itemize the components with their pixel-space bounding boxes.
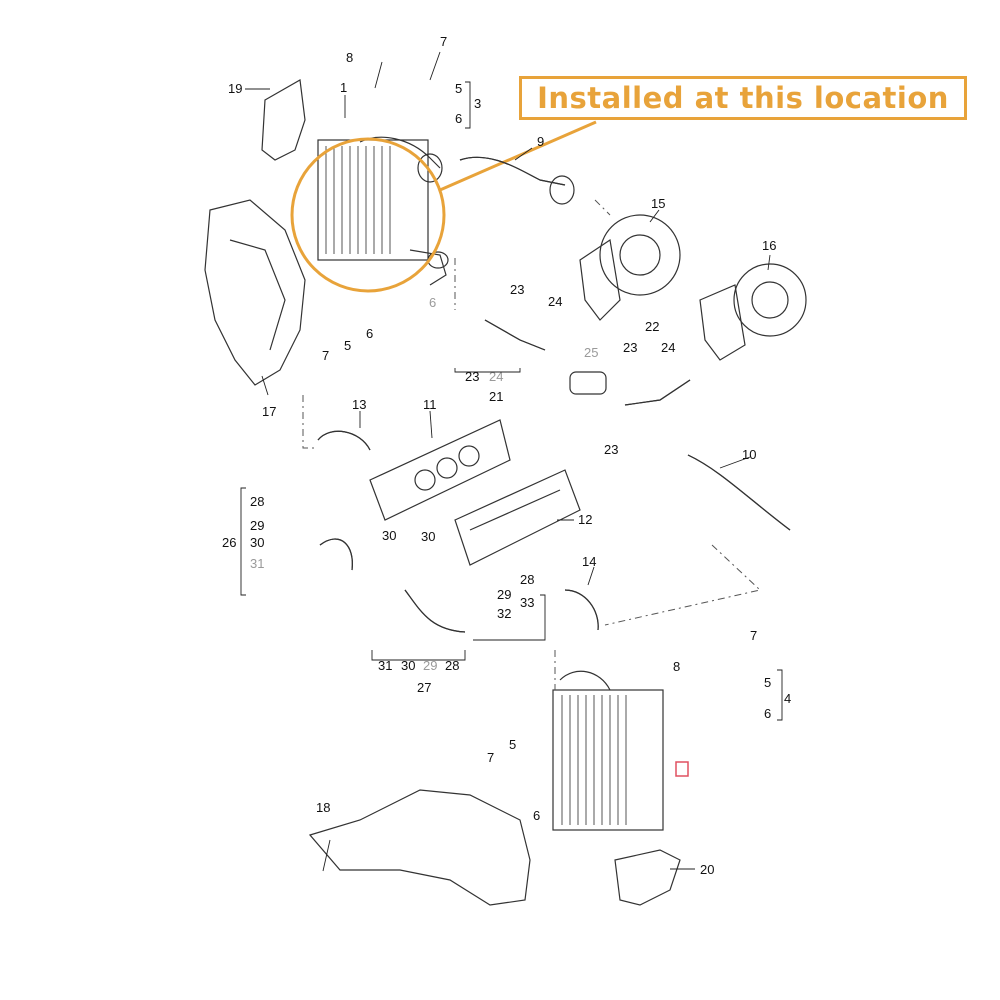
label-part-16: 16 <box>762 238 776 253</box>
pipe-14 <box>564 589 599 631</box>
pipe-9 <box>459 156 566 186</box>
label-part-33: 33 <box>520 595 534 610</box>
label-part-5a: 5 <box>455 81 462 96</box>
turbocharger-16 <box>699 263 807 361</box>
label-part-18: 18 <box>316 800 330 815</box>
label-part-23d: 23 <box>604 442 618 457</box>
label-part-24a: 24 <box>548 294 562 309</box>
label-part-10: 10 <box>742 447 756 462</box>
part-labels: 1 8 7 5 6 3 19 9 15 16 17 7 5 6 6 23 24 … <box>222 34 791 877</box>
label-part-29a: 29 <box>250 518 264 533</box>
intercooler-lower <box>552 670 664 831</box>
pipe-22 <box>624 379 691 406</box>
label-part-11: 11 <box>423 397 437 412</box>
bracket-19 <box>261 79 306 161</box>
label-part-29b: 29 <box>497 587 511 602</box>
label-part-4: 4 <box>784 691 791 706</box>
label-part-24b: 24 <box>661 340 675 355</box>
label-part-6a: 6 <box>455 111 462 126</box>
label-part-1: 1 <box>340 80 347 95</box>
elbow-26 <box>319 538 353 571</box>
label-part-23a: 23 <box>510 282 524 297</box>
label-part-9: 9 <box>537 134 544 149</box>
label-part-5d: 5 <box>509 737 516 752</box>
air-guide-17 <box>204 199 306 386</box>
label-part-5b: 5 <box>344 338 351 353</box>
intake-manifold-12 <box>454 469 581 566</box>
highlight-marker <box>675 761 689 777</box>
label-part-7a: 7 <box>440 34 447 49</box>
label-part-22: 22 <box>645 319 659 334</box>
label-part-7b: 7 <box>322 348 329 363</box>
label-part-3: 3 <box>474 96 481 111</box>
label-part-8a: 8 <box>346 50 353 65</box>
callout-text: Installed at this location <box>537 81 949 115</box>
label-part-30c: 30 <box>421 529 435 544</box>
label-part-30d: 30 <box>401 658 415 673</box>
label-part-15: 15 <box>651 196 665 211</box>
label-part-6d: 6 <box>764 706 771 721</box>
label-part-5c: 5 <box>764 675 771 690</box>
label-part-6e: 6 <box>533 808 540 823</box>
label-part-31a: 31 <box>250 556 264 571</box>
intake-manifold-11 <box>369 419 511 521</box>
pipe-27 <box>404 589 466 633</box>
label-part-26: 26 <box>222 535 236 550</box>
label-part-13: 13 <box>352 397 366 412</box>
label-part-12: 12 <box>578 512 592 527</box>
label-part-14: 14 <box>582 554 596 569</box>
label-part-23b: 23 <box>623 340 637 355</box>
air-guide-18 <box>308 789 531 906</box>
label-part-7d: 7 <box>487 750 494 765</box>
label-part-20: 20 <box>700 862 714 877</box>
label-part-29c: 29 <box>423 658 437 673</box>
connector-25 <box>569 371 607 395</box>
label-part-32: 32 <box>497 606 511 621</box>
label-part-28b: 28 <box>520 572 534 587</box>
location-highlight-circle <box>290 137 446 293</box>
label-part-28a: 28 <box>250 494 264 509</box>
label-part-21: 21 <box>489 389 503 404</box>
callout-box: Installed at this location <box>519 76 967 120</box>
label-part-31b: 31 <box>378 658 392 673</box>
label-part-6b: 6 <box>366 326 373 341</box>
label-part-23c: 23 <box>465 369 479 384</box>
label-part-7c: 7 <box>750 628 757 643</box>
label-part-25: 25 <box>584 345 598 360</box>
label-part-17: 17 <box>262 404 276 419</box>
label-part-28c: 28 <box>445 658 459 673</box>
label-part-19: 19 <box>228 81 242 96</box>
label-part-30b: 30 <box>382 528 396 543</box>
label-part-24c: 24 <box>489 369 503 384</box>
turbocharger-15 <box>579 214 681 321</box>
label-part-27: 27 <box>417 680 431 695</box>
label-part-6c: 6 <box>429 295 436 310</box>
bracket-20 <box>614 849 681 906</box>
callout-pointer-line <box>439 120 597 192</box>
label-part-30a: 30 <box>250 535 264 550</box>
label-part-8b: 8 <box>673 659 680 674</box>
